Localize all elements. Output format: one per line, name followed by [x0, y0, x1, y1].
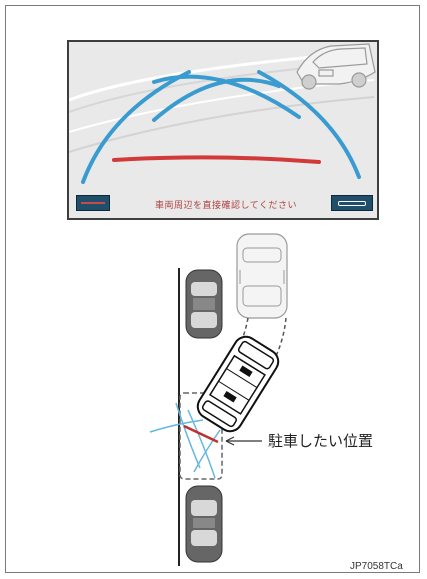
vehicle-width-guide-line-right: [257, 70, 361, 179]
guide-line: [187, 409, 216, 479]
figure-frame: [5, 5, 420, 573]
guide-line: [175, 402, 201, 469]
course-guide-line: [152, 77, 281, 122]
distance-guide-line: [112, 155, 321, 164]
guide-message: 車両周辺を直接確認してください: [155, 201, 297, 211]
parked-car-image: [296, 43, 376, 90]
guide-line-toggle-button[interactable]: [76, 195, 110, 211]
vehicle-width-guide-line-left: [81, 70, 191, 184]
guide-line-toggle-icon: [81, 202, 105, 204]
callout-label: 駐車したい位置: [268, 432, 374, 450]
parking-diagram: [149, 233, 288, 566]
road-curb-line: [69, 79, 375, 133]
parked-car-front: [185, 269, 223, 339]
guide-line: [149, 419, 204, 433]
camera-view-icon: [338, 201, 366, 206]
camera-view: [69, 43, 376, 184]
figure-code: JP7058TCa: [350, 561, 403, 572]
ghost-car-start-position: [236, 233, 288, 319]
arrow-head-icon: [225, 436, 235, 446]
parked-car-rear: [185, 485, 223, 563]
guide-line: [193, 429, 221, 473]
target-mark: [183, 424, 219, 444]
reversing-car: [196, 335, 280, 433]
target-parking-space: [179, 392, 223, 480]
camera-view-button[interactable]: [331, 195, 373, 211]
trajectory-line: [275, 317, 287, 357]
camera-display: 車両周辺を直接確認してください: [67, 40, 379, 220]
